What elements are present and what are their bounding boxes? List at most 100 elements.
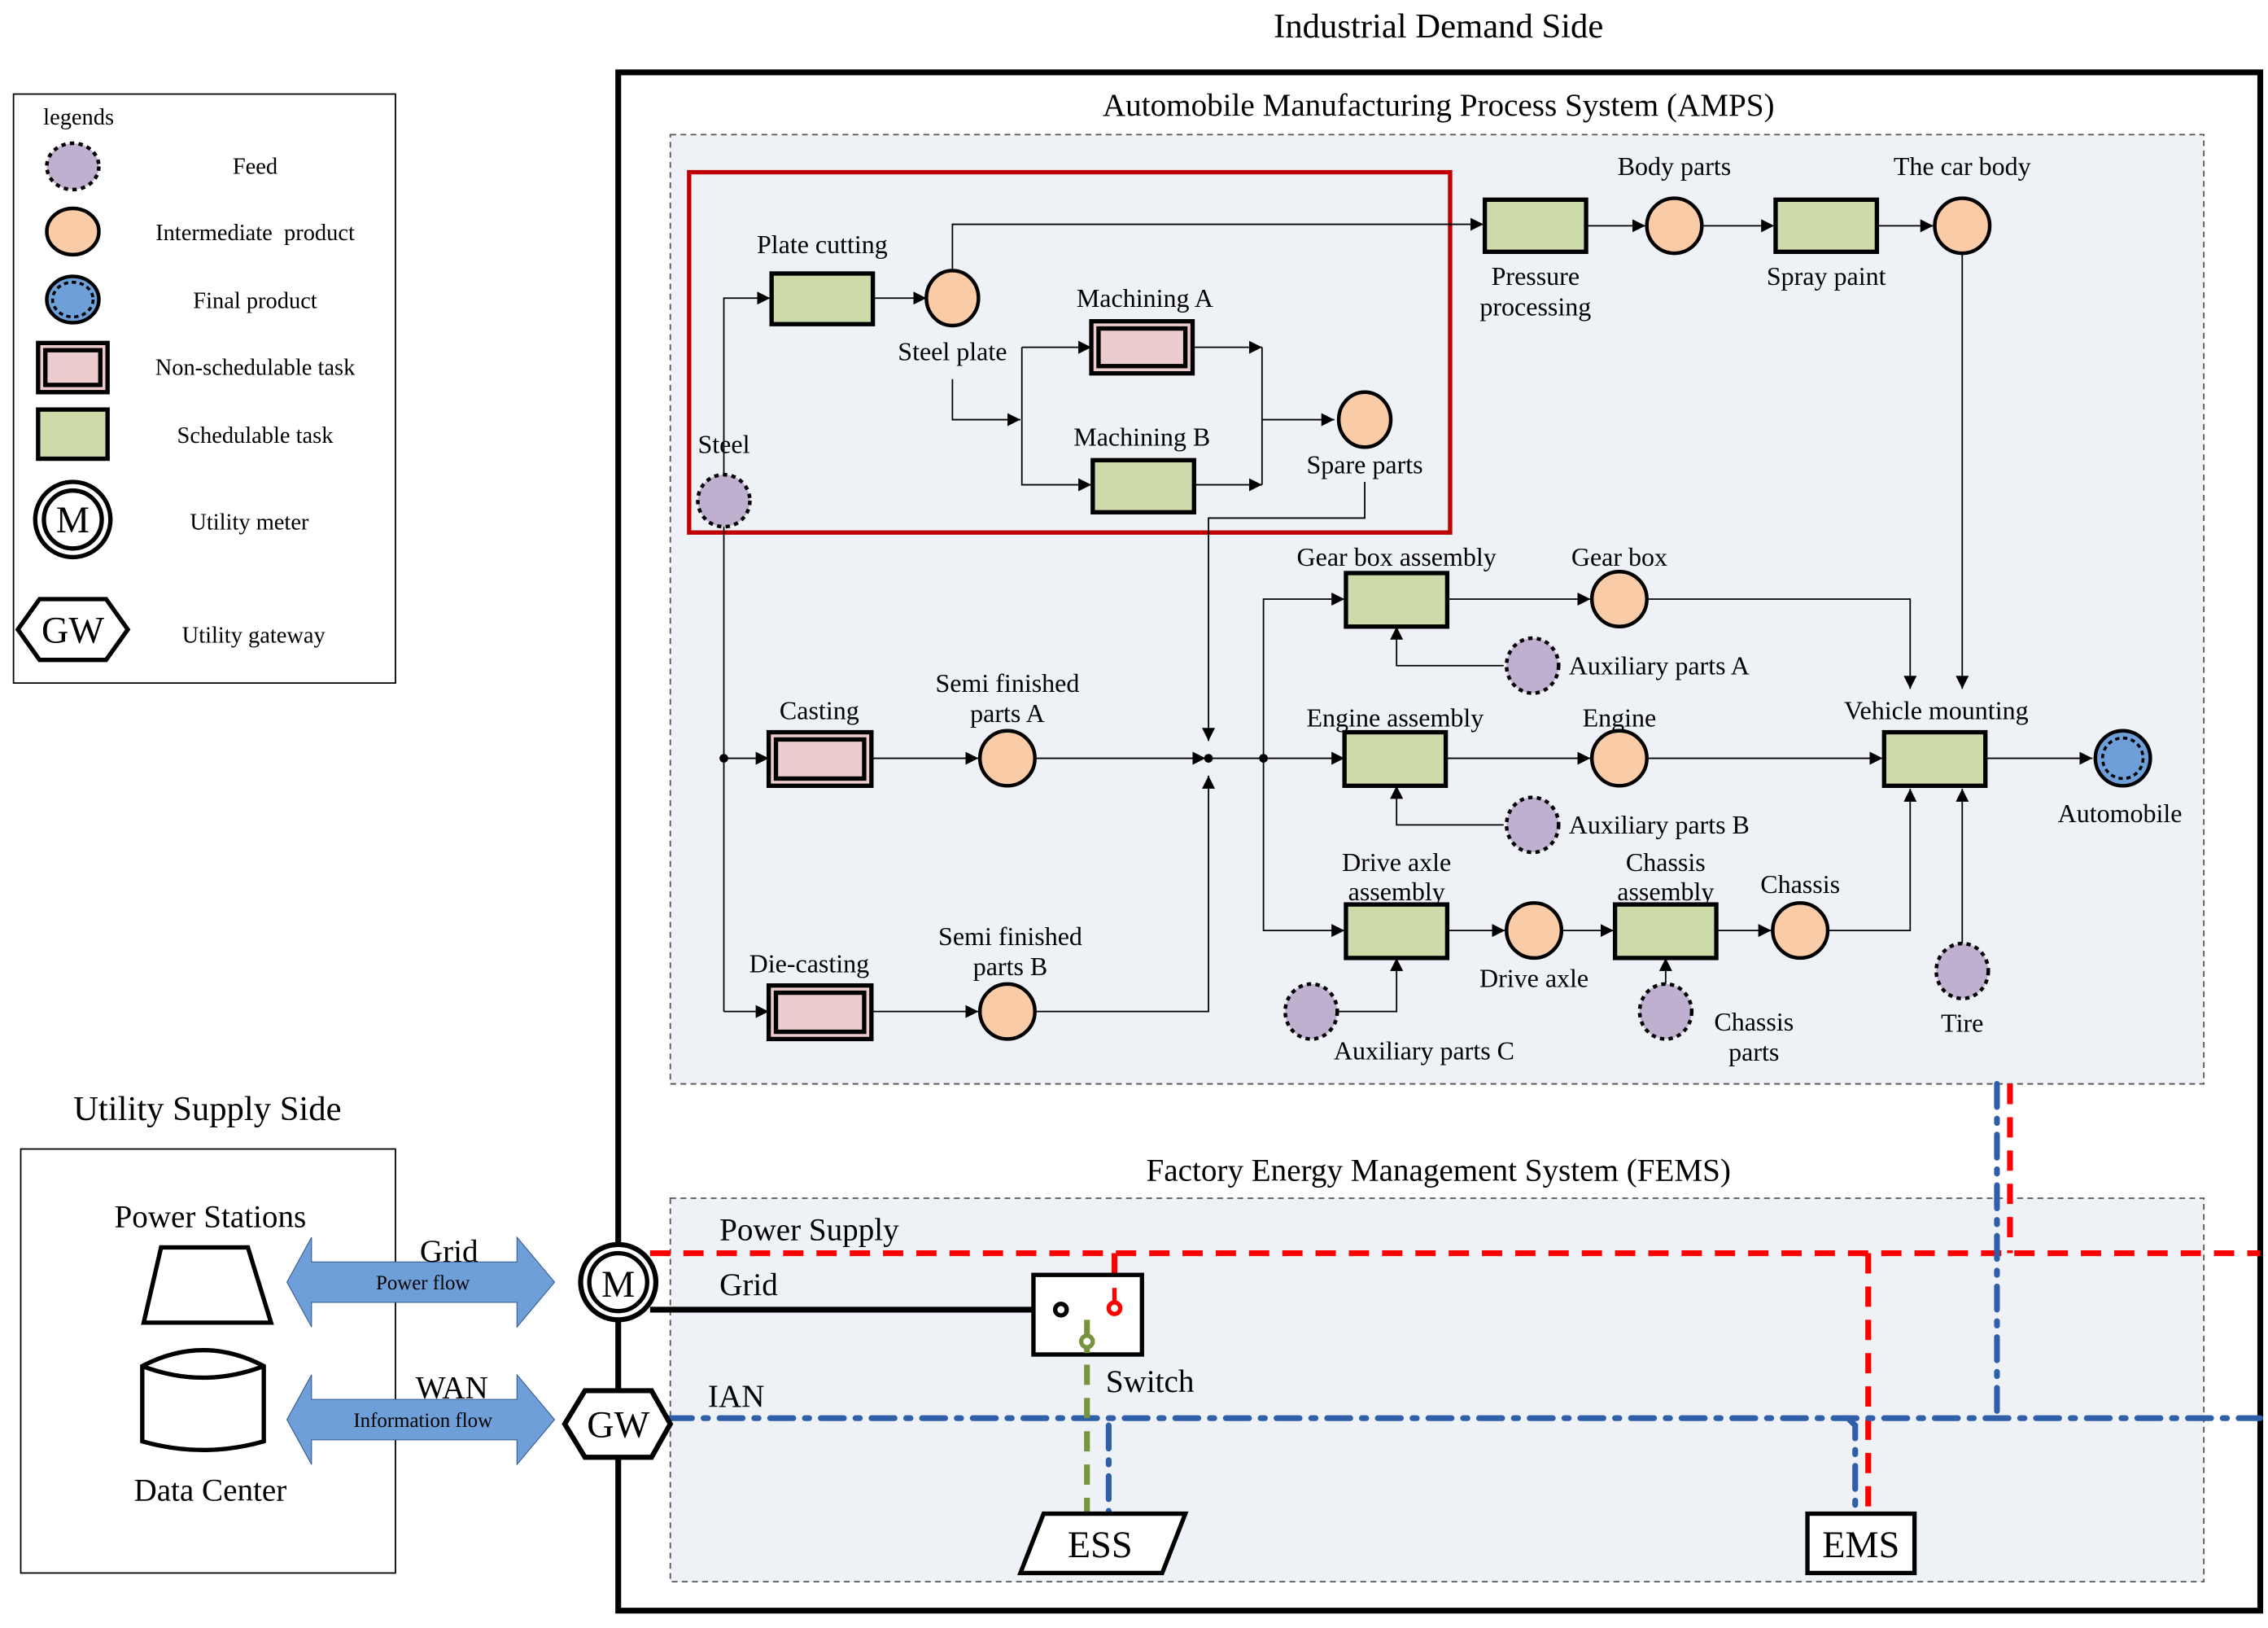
drive-axle-assembly-label: Drive axle — [1342, 847, 1451, 877]
legend-item-utility-gateway: GW Utility gateway — [15, 597, 326, 663]
highlight-box — [687, 169, 1453, 535]
drive-axle-node — [1505, 901, 1564, 961]
semi-finished-parts-a-node — [977, 729, 1037, 788]
svg-text:processing: processing — [1479, 292, 1591, 322]
switch-label: Switch — [1106, 1364, 1195, 1399]
spray-paint-task — [1773, 197, 1880, 254]
legend-item-intermediate: Intermediate product — [45, 206, 355, 257]
auxiliary-parts-b-label: Auxiliary parts B — [1569, 810, 1750, 839]
legend-item-feed: Feed — [45, 141, 277, 192]
tire-node — [1934, 941, 1991, 1000]
vehicle-mounting-task — [1881, 729, 1988, 788]
utility-gateway: GW — [562, 1388, 674, 1460]
svg-text:assembly: assembly — [1348, 877, 1445, 906]
data-center-label: Data Center — [133, 1473, 286, 1508]
ess-icon — [1017, 1511, 1189, 1576]
engine-assembly-label: Engine assembly — [1307, 702, 1484, 732]
legend-title: legends — [43, 105, 114, 130]
svg-text:parts A: parts A — [970, 698, 1045, 728]
legend-item-utility-meter: M Utility meter — [33, 479, 309, 560]
gear-box-label: Gear box — [1571, 542, 1667, 571]
fems-panel — [669, 1197, 2205, 1582]
drive-axle-label: Drive axle — [1479, 963, 1588, 992]
utility-gateway-icon — [15, 597, 131, 663]
die-casting-label: Die-casting — [749, 949, 870, 978]
gear-box-assembly-task — [1344, 571, 1450, 629]
svg-text:assembly: assembly — [1617, 877, 1714, 906]
process-nodes: Steel Plate cutting Steel plate Machinin… — [696, 151, 2183, 1066]
engine-label: Engine — [1583, 702, 1657, 732]
svg-text:M: M — [56, 499, 90, 540]
ems-node: EMS — [1805, 1511, 1917, 1576]
svg-text:M: M — [601, 1263, 635, 1305]
chassis-assembly-label: Chassis — [1626, 847, 1706, 877]
chassis-label: Chassis — [1760, 869, 1840, 899]
switch: Switch — [1031, 1272, 1195, 1399]
ess-node: ESS — [1017, 1511, 1189, 1576]
utility-meter: M — [578, 1241, 659, 1323]
utility-meter-icon — [33, 479, 113, 560]
semi-finished-parts-b-label: Semi finished — [938, 921, 1082, 951]
legend-label: Feed — [233, 154, 277, 179]
fems-network-lines — [649, 1080, 2264, 1516]
steel-plate-node — [924, 269, 981, 328]
legend-label: Schedulable task — [177, 423, 334, 449]
semi-finished-parts-b-node — [977, 982, 1037, 1041]
auxiliary-parts-a-label: Auxiliary parts A — [1569, 650, 1750, 680]
pressure-processing-task — [1482, 197, 1588, 254]
auxiliary-parts-c-node — [1283, 982, 1339, 1041]
ess-label: ESS — [1068, 1524, 1133, 1565]
chassis-assembly-task — [1612, 902, 1719, 961]
auxiliary-parts-b-node — [1505, 795, 1561, 855]
gear-box-node — [1589, 570, 1649, 628]
meter-icon — [578, 1241, 659, 1323]
automobile-label: Automobile — [2058, 799, 2183, 828]
chassis-node — [1771, 901, 1830, 961]
schedulable-task-icon — [36, 407, 110, 462]
legend-label: Utility meter — [190, 510, 309, 536]
semi-finished-parts-a-label: Semi finished — [936, 668, 1080, 698]
vehicle-mounting-label: Vehicle mounting — [1844, 696, 2029, 725]
steel-feed-node — [696, 472, 752, 529]
auxiliary-parts-a-node — [1505, 636, 1561, 695]
pressure-processing-label: Pressure — [1492, 261, 1580, 291]
auxiliary-parts-c-label: Auxiliary parts C — [1334, 1035, 1514, 1065]
engine-node — [1589, 729, 1649, 788]
steel-plate-label: Steel plate — [898, 337, 1007, 366]
power-station-icon — [141, 1245, 274, 1325]
automobile-final-node — [2093, 729, 2152, 788]
steel-label: Steel — [698, 429, 750, 458]
gear-box-assembly-label: Gear box assembly — [1297, 542, 1497, 571]
legend-item-non-schedulable: Non-schedulable task — [36, 340, 356, 395]
car-body-label: The car body — [1894, 151, 2031, 181]
data-center-icon — [140, 1348, 266, 1452]
svg-text:parts: parts — [1728, 1037, 1779, 1066]
tire-label: Tire — [1941, 1009, 1983, 1038]
ems-icon — [1805, 1511, 1917, 1576]
process-edges — [719, 217, 2093, 1018]
legend-label: Non-schedulable task — [155, 355, 356, 380]
legend-item-final: Final product — [45, 274, 317, 325]
legend-label: Utility gateway — [182, 623, 326, 648]
drive-axle-assembly-task — [1344, 902, 1450, 961]
legend: legends Feed Intermediate product Final … — [12, 93, 396, 684]
industrial-demand-side-box — [615, 69, 2264, 1614]
body-parts-label: Body parts — [1618, 151, 1732, 181]
machining-a-label: Machining A — [1077, 283, 1213, 313]
spare-parts-node — [1336, 390, 1393, 449]
ian-label: IAN — [708, 1379, 765, 1414]
ems-ian-line — [1845, 1415, 1859, 1516]
chassis-parts-label: Chassis — [1714, 1007, 1794, 1036]
information-flow-label: Information flow — [353, 1410, 492, 1432]
legend-item-schedulable: Schedulable task — [36, 407, 334, 462]
power-supply-label: Power Supply — [719, 1213, 899, 1248]
engine-assembly-task — [1342, 729, 1449, 788]
body-parts-node — [1645, 196, 1704, 256]
svg-text:GW: GW — [42, 609, 104, 650]
legend-label: Final product — [193, 289, 317, 314]
grid-flow-label: Grid — [420, 1234, 479, 1269]
plate-cutting-task — [769, 271, 876, 326]
power-stations-label: Power Stations — [115, 1200, 307, 1235]
casting-label: Casting — [780, 696, 859, 725]
